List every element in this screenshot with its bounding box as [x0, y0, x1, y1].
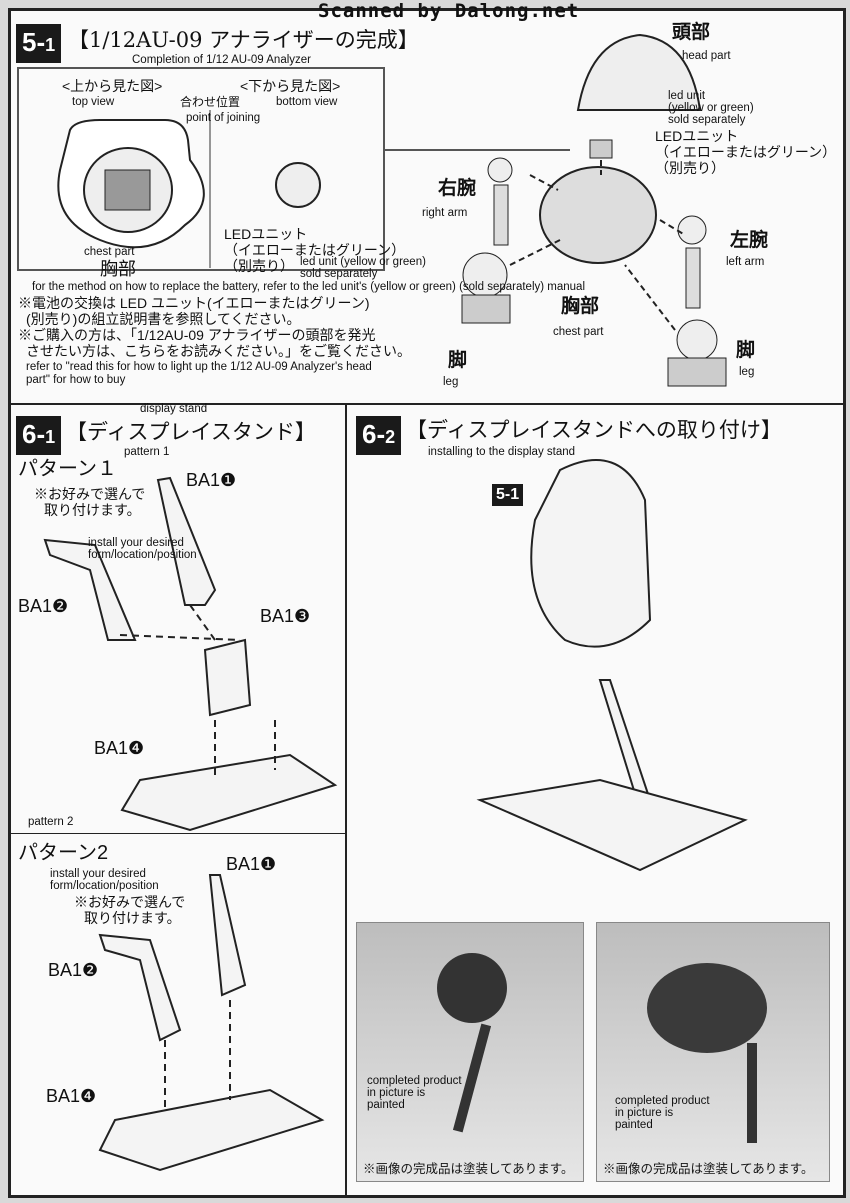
head-label: 頭部	[672, 22, 711, 43]
head-label-en: head part	[682, 50, 731, 62]
note-1b: (別売り)の組立説明書を参照してください。	[26, 311, 301, 327]
right-arm-label-en: right arm	[422, 207, 468, 219]
step-badge-5-1: 5-1	[16, 24, 62, 63]
p2-choose-en-2: form/location/position	[50, 880, 159, 892]
part-ba1-1: BA1❶	[186, 470, 237, 490]
p2-part-ba1-4: BA1❹	[46, 1086, 97, 1106]
p2-choose-en-1: install your desired	[50, 868, 146, 880]
led-label-en-2: sold separately	[300, 268, 378, 280]
pattern-divider	[11, 833, 345, 834]
leg-label: 脚	[448, 350, 468, 371]
p2-choose-note-1: ※お好みで選んで	[74, 894, 186, 910]
photo-1-caption: ※画像の完成品は塗装してあります。	[363, 1162, 574, 1176]
chest-label: 胸部	[100, 259, 136, 279]
choose-note-en-2: form/location/position	[88, 549, 197, 561]
left-arm-label-en: left arm	[726, 256, 765, 268]
led-right-en-3: sold separately	[668, 114, 746, 126]
pattern-1-label-en: pattern 1	[124, 446, 170, 458]
photo-1-caption-en-2: in picture is	[367, 1087, 426, 1099]
photo-2-caption-en-3: painted	[615, 1119, 653, 1131]
section-title: 【1/12AU-09 アナライザーの完成】	[68, 28, 419, 52]
step-badge-6-2: 6-2	[356, 416, 402, 455]
led-label-1: LEDユニット	[224, 226, 308, 242]
top-view-label-en: top view	[72, 96, 115, 108]
led-right-en-1: led unit	[668, 90, 706, 102]
joining-label-en: point of joining	[186, 112, 261, 124]
led-right-1: LEDユニット	[655, 128, 739, 144]
led-right-3: （別売り）	[655, 160, 725, 176]
led-right-2: （イエローまたはグリーン）	[655, 144, 837, 160]
pattern-1-label: パターン１	[18, 458, 117, 480]
note-1a: ※電池の交換は LED ユニット(イエローまたはグリーン)	[18, 295, 370, 311]
stand-photo	[747, 1043, 757, 1143]
chest-right-label: 胸部	[561, 296, 600, 317]
note-2-en-1: refer to "read this for how to light up …	[26, 361, 372, 373]
column-divider	[345, 403, 347, 1195]
photo-2-caption: ※画像の完成品は塗装してあります。	[603, 1162, 814, 1176]
choose-note-1: ※お好みで選んで	[34, 486, 146, 502]
led-right-en-2: (yellow or green)	[668, 102, 754, 114]
section-title-6-1: 【ディスプレイスタンド】	[66, 420, 316, 444]
photo-2-caption-en-1: completed product	[615, 1095, 710, 1107]
note-2-en-2: part" for how to buy	[26, 374, 126, 386]
leg-label-en: leg	[443, 376, 459, 388]
chest-label-en: chest part	[84, 246, 135, 258]
section-title-en: Completion of 1/12 AU-09 Analyzer	[132, 54, 311, 66]
choose-note-en-1: install your desired	[88, 537, 184, 549]
battery-note-en: for the method on how to replace the bat…	[32, 281, 585, 293]
analyzer-photo-figure	[437, 953, 507, 1023]
section-title-6-2: 【ディスプレイスタンドへの取り付け】	[406, 418, 782, 442]
bottom-view-label-en: bottom view	[276, 96, 338, 108]
photo-1-caption-en-3: painted	[367, 1099, 405, 1111]
part-ba1-2: BA1❷	[18, 596, 69, 616]
bottom-view-label: <下から見た図>	[240, 78, 341, 94]
p2-choose-note-2: 取り付けます。	[84, 910, 181, 926]
ref-badge-5-1: 5-1	[492, 484, 524, 506]
leg-label-2: 脚	[736, 340, 756, 361]
analyzer-photo-figure	[647, 963, 767, 1053]
step-badge-6-1: 6-1	[16, 416, 62, 455]
p2-part-ba1-2: BA1❷	[48, 960, 99, 980]
completed-photo-1: completed product in picture is painted …	[356, 922, 584, 1182]
top-view-label: <上から見た図>	[62, 78, 163, 94]
pattern-2-label: パターン2	[18, 842, 109, 864]
watermark: Scanned by Dalong.net	[318, 0, 580, 22]
photo-1-caption-en-1: completed product	[367, 1075, 462, 1087]
pattern-2-label-en: pattern 2	[28, 816, 74, 828]
note-2a: ※ご購入の方は、「1/12AU-09 アナライザーの頭部を発光	[18, 327, 376, 343]
right-arm-label: 右腕	[438, 178, 477, 199]
chest-right-label-en: chest part	[553, 326, 604, 338]
photo-2-caption-en-2: in picture is	[615, 1107, 674, 1119]
leg-label-2-en: leg	[739, 366, 755, 378]
section-title-6-1-en: display stand	[140, 403, 208, 415]
joining-label: 合わせ位置	[180, 95, 241, 109]
note-2b: させたい方は、こちらをお読みください。」をご覧ください。	[26, 343, 411, 359]
p2-part-ba1-1: BA1❶	[226, 854, 277, 874]
section-title-6-2-en: installing to the display stand	[428, 446, 576, 458]
led-label-3: （別売り）	[224, 258, 294, 274]
part-ba1-4: BA1❹	[94, 738, 145, 758]
left-arm-label: 左腕	[730, 230, 769, 251]
part-ba1-3: BA1❸	[260, 606, 311, 626]
choose-note-2: 取り付けます。	[44, 502, 141, 518]
section-divider	[11, 403, 843, 405]
led-label-2: （イエローまたはグリーン）	[224, 242, 406, 258]
led-label-en-1: led unit (yellow or green)	[300, 256, 426, 268]
completed-photo-2: completed product in picture is painted …	[596, 922, 830, 1182]
